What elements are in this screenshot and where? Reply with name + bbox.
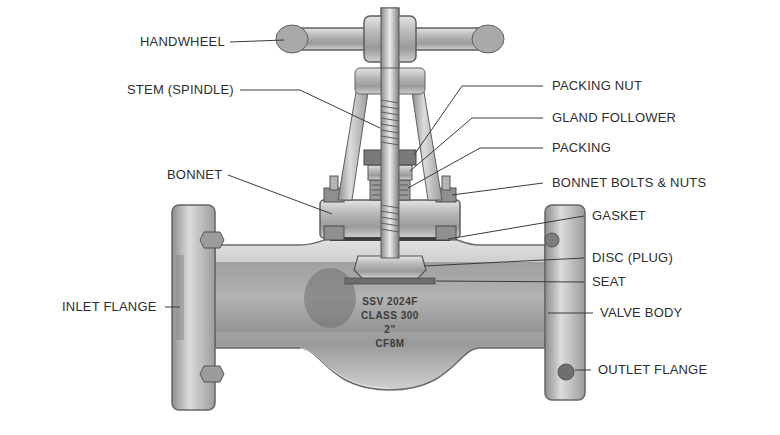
part-label: INLET FLANGE <box>60 299 159 315</box>
casting-mark: 2" <box>382 324 397 336</box>
casting-mark: SSV 2024F <box>360 296 420 308</box>
part-label: VALVE BODY <box>598 305 684 321</box>
part-label: BONNET <box>165 167 224 183</box>
part-label: HANDWHEEL <box>138 34 227 50</box>
part-label: GASKET <box>590 208 648 224</box>
part-label: SEAT <box>590 274 628 290</box>
part-label: PACKING <box>550 140 613 156</box>
part-label: GLAND FOLLOWER <box>550 110 678 126</box>
part-label: DISC (PLUG) <box>590 250 675 266</box>
casting-mark: CLASS 300 <box>359 310 421 322</box>
part-label: STEM (SPINDLE) <box>125 82 236 98</box>
part-label: OUTLET FLANGE <box>596 362 709 378</box>
casting-mark: CF8M <box>373 338 406 350</box>
part-label: PACKING NUT <box>550 78 644 94</box>
part-label: BONNET BOLTS & NUTS <box>550 175 708 191</box>
